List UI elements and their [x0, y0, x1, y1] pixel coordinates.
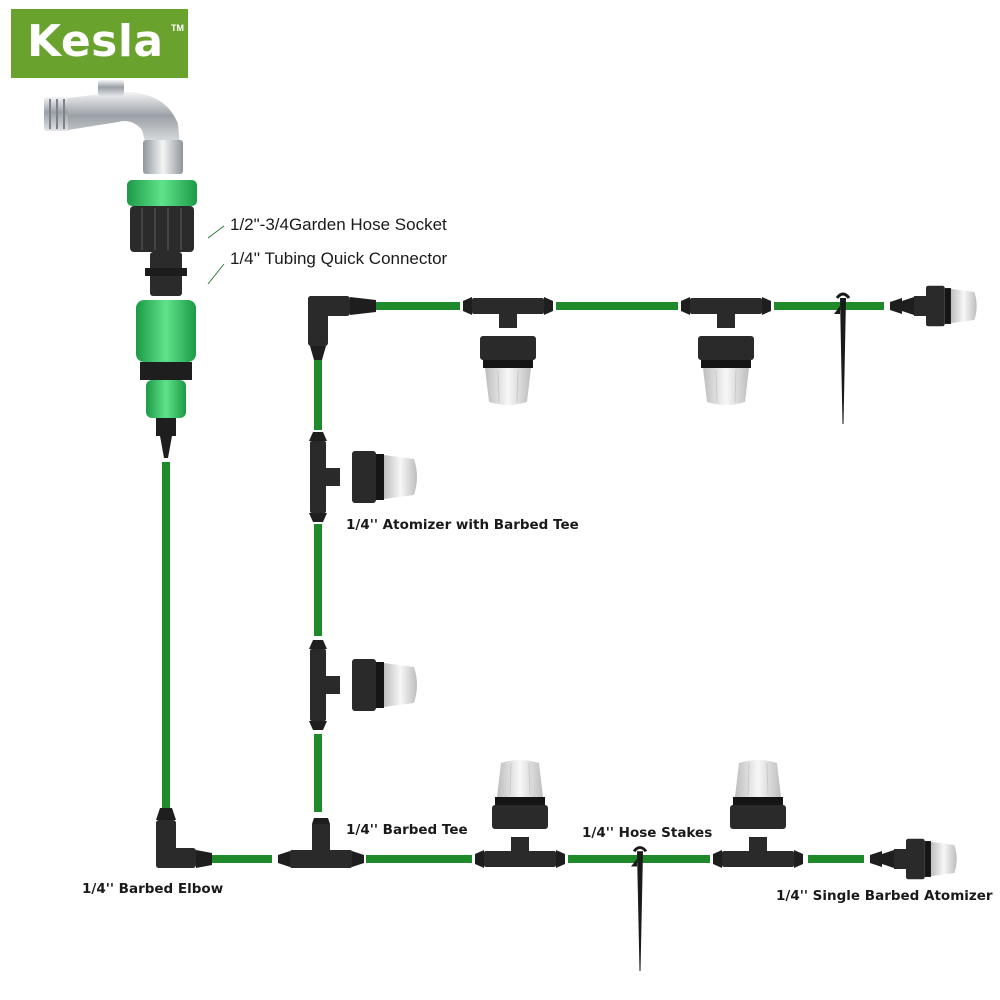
single-barbed-atomizer-bottom: [870, 838, 957, 880]
garden-hose-socket: [127, 180, 197, 252]
quick-connector-nipple: [145, 252, 187, 296]
tubing-quick-connector: [136, 300, 196, 458]
barbed-tee-plain: [278, 818, 364, 868]
leader-line: [207, 263, 225, 285]
trademark-mark: TM: [171, 23, 184, 33]
faucet: [44, 80, 183, 174]
label-garden-hose-socket: 1/2"-3/4Garden Hose Socket: [230, 215, 447, 234]
label-hose-stakes: 1/4'' Hose Stakes: [582, 825, 713, 841]
hose-stake-top: [832, 292, 851, 426]
barbed-elbow-top: [308, 296, 376, 360]
brand-name: Kesla: [27, 16, 164, 67]
atomizer-tee-vertical-2: [309, 640, 417, 730]
atomizer-tee-top-1: [463, 297, 553, 406]
atomizer-tee-top-2: [681, 297, 771, 406]
label-quick-connector: 1/4'' Tubing Quick Connector: [230, 249, 448, 268]
label-single-atomizer: 1/4'' Single Barbed Atomizer: [776, 888, 993, 904]
atomizer-tee-bottom-1: [475, 759, 565, 868]
barbed-elbow: [156, 808, 212, 868]
label-barbed-elbow: 1/4'' Barbed Elbow: [82, 881, 224, 897]
leader-line: [207, 225, 225, 239]
atomizer-tee-bottom-2: [713, 759, 803, 868]
brand-logo: Kesla TM: [11, 9, 188, 78]
hose-stake-bottom: [629, 846, 648, 973]
label-atomizer-with-tee: 1/4'' Atomizer with Barbed Tee: [346, 517, 579, 533]
atomizer-tee-vertical-1: [309, 432, 417, 522]
label-barbed-tee: 1/4'' Barbed Tee: [346, 822, 468, 838]
single-barbed-atomizer-top: [890, 285, 977, 327]
